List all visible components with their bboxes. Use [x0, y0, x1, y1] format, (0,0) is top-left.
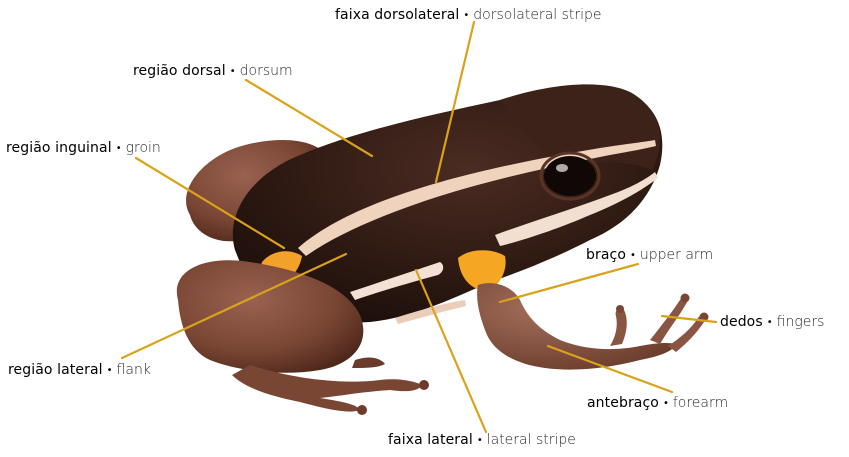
finger-1: [610, 308, 627, 346]
label-fingers: dedos • fingers: [720, 313, 824, 333]
hind-toe-pad-2: [357, 405, 367, 415]
label-en: upper arm: [640, 247, 713, 263]
hind-toe-pad-1: [419, 380, 429, 390]
label-en: forearm: [673, 395, 728, 411]
label-en: flank: [117, 362, 151, 378]
label-pt: braço: [586, 247, 626, 263]
label-pt: dedos: [720, 314, 763, 330]
hind-toe-extra: [352, 357, 385, 368]
eye-highlight: [556, 164, 568, 172]
label-pt: região inguinal: [6, 140, 112, 156]
hind-foot: [232, 365, 422, 412]
label-en: dorsolateral stripe: [473, 7, 601, 23]
label-dorsum: região dorsal • dorsum: [133, 62, 293, 82]
finger-pad-1: [616, 305, 624, 313]
separator-dot: •: [107, 365, 113, 376]
separator-dot: •: [767, 317, 773, 328]
separator-dot: •: [116, 143, 122, 154]
finger-pad-2: [681, 294, 690, 303]
separator-dot: •: [230, 66, 236, 77]
label-pt: antebraço: [587, 395, 659, 411]
label-groin: região inguinal • groin: [6, 139, 161, 159]
label-en: lateral stripe: [487, 432, 576, 448]
eye: [544, 156, 596, 196]
label-pt: faixa lateral: [388, 432, 473, 448]
label-en: groin: [126, 140, 161, 156]
separator-dot: •: [630, 250, 636, 261]
label-en: fingers: [777, 314, 825, 330]
label-dorsolateral-stripe: faixa dorsolateral • dorsolateral stripe: [335, 6, 602, 26]
label-pt: faixa dorsolateral: [335, 7, 459, 23]
separator-dot: •: [463, 10, 469, 21]
label-upper-arm: braço • upper arm: [586, 246, 713, 266]
label-forearm: antebraço • forearm: [587, 394, 728, 414]
label-pt: região dorsal: [133, 63, 226, 79]
separator-dot: •: [663, 398, 669, 409]
separator-dot: •: [477, 435, 483, 446]
label-pt: região lateral: [8, 362, 103, 378]
label-en: dorsum: [240, 63, 293, 79]
label-lateral-stripe: faixa lateral • lateral stripe: [388, 431, 576, 451]
label-flank: região lateral • flank: [8, 361, 151, 381]
